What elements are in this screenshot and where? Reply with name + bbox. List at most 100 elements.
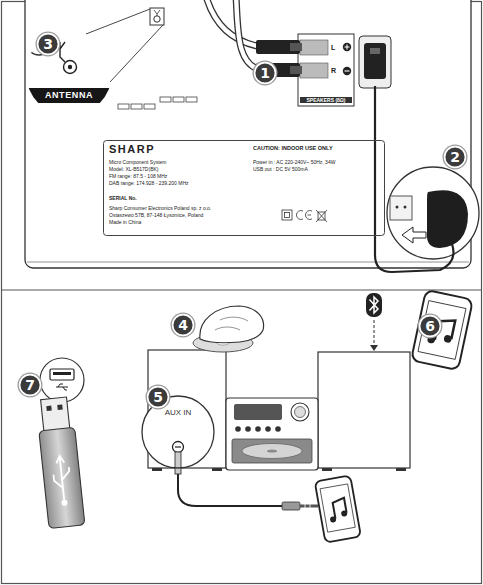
phone-body xyxy=(315,475,361,542)
rating-text: Made in China xyxy=(109,220,141,225)
minus-sign xyxy=(345,70,350,71)
power-socket-frame xyxy=(359,36,391,88)
usb-magnifier xyxy=(40,358,84,402)
antenna-jack-hole xyxy=(154,16,160,22)
magnifier-ring xyxy=(142,396,214,468)
bluetooth-rune xyxy=(370,297,379,313)
usb-connector xyxy=(41,397,70,432)
rating-label: SHARPCAUTION: INDOOR USE ONLYMicro Compo… xyxy=(103,140,385,236)
class-ii-symbol xyxy=(282,210,292,220)
usb-port-tongue xyxy=(53,372,71,375)
vent-slot xyxy=(144,104,155,109)
weee-cross xyxy=(316,210,327,222)
unit-body xyxy=(226,398,318,470)
callout-number: 4 xyxy=(170,312,196,338)
vent-slots xyxy=(118,97,197,109)
vent-slot xyxy=(118,104,129,109)
wireless-link xyxy=(374,320,375,346)
speaker-cable xyxy=(236,0,262,70)
callout-number: 1 xyxy=(252,60,278,86)
antenna-socket-pin xyxy=(68,65,72,69)
usb-stick xyxy=(36,396,85,528)
callout-number: 6 xyxy=(417,313,443,339)
class-ii-symbol xyxy=(285,213,290,218)
leader-line xyxy=(110,25,163,82)
music-note-head xyxy=(341,510,348,517)
callout-number: 4 xyxy=(170,312,196,338)
antenna-jack xyxy=(150,8,164,25)
terminal-label: SPEAKERS (8Ω) xyxy=(300,97,352,103)
power-plug xyxy=(364,43,386,79)
speaker-terminal xyxy=(298,34,354,106)
jack-plug-tip xyxy=(300,505,318,508)
outlet-hole xyxy=(396,206,399,209)
wall-outlet xyxy=(390,196,412,220)
antenna-magnifier-art xyxy=(27,31,111,115)
rating-text: SHARP xyxy=(109,144,155,155)
hand-fingers xyxy=(215,317,248,330)
speaker-cabinet xyxy=(318,352,410,468)
channel-letter: L xyxy=(331,44,335,51)
rating-text: Model: XL-B517D(BK) xyxy=(109,167,158,172)
callout-number: 5 xyxy=(145,384,171,410)
magnifier-ring xyxy=(27,31,51,55)
antenna-jack-plate xyxy=(150,8,164,25)
callout-ring xyxy=(171,313,196,338)
callout-number: 1 xyxy=(252,60,278,86)
cd-with-hand xyxy=(193,306,264,352)
callout-number: 7 xyxy=(17,372,43,398)
cd-tray xyxy=(232,439,312,463)
speaker-foot xyxy=(396,468,406,471)
rating-text: FM range: 87.5 - 108 MHz xyxy=(109,174,167,179)
unit-display xyxy=(234,404,282,420)
phone-body xyxy=(411,290,473,370)
wall-magnifier xyxy=(387,167,479,259)
power-socket xyxy=(359,36,391,88)
usb-symbol xyxy=(56,384,68,390)
ce-mark xyxy=(296,211,303,220)
callout-ring xyxy=(253,61,278,86)
unit-button xyxy=(255,426,261,432)
usb-connector-hole xyxy=(46,406,51,411)
callout-number: 7 xyxy=(17,372,43,398)
ce-mark xyxy=(305,211,312,220)
usb-port-inset xyxy=(40,358,84,402)
rating-text: USB out : DC 5V 500mA xyxy=(253,167,308,172)
rating-text: Power in : AC 220-240V~ 50Hz, 34W xyxy=(253,160,335,165)
wall-inset xyxy=(387,167,479,259)
rating-text: DAB range: 174.928 - 239.200 MHz xyxy=(109,181,189,186)
aux-cable xyxy=(178,474,282,506)
unit-button xyxy=(275,426,281,432)
rating-text: CAUTION: INDOOR USE ONLY xyxy=(253,146,333,152)
speaker-foot xyxy=(152,468,162,471)
part-label: ANTENNA xyxy=(26,88,112,103)
channel-letter: R xyxy=(331,67,336,74)
antenna-jack-mark xyxy=(154,10,160,16)
usb-connector-hole xyxy=(57,404,62,409)
music-note-head xyxy=(330,516,337,523)
antenna-socket xyxy=(64,61,77,74)
speaker-plug-tip xyxy=(290,43,302,51)
callout-ring xyxy=(418,314,443,339)
jack-plug-rings xyxy=(305,504,310,508)
hand xyxy=(200,306,264,343)
bluetooth-badge xyxy=(366,293,382,317)
aux-socket-mark xyxy=(175,446,181,447)
wireless-arrowhead xyxy=(370,345,378,351)
speaker-cables xyxy=(206,0,262,70)
power-plug-detail xyxy=(370,48,380,54)
right-speaker xyxy=(318,352,410,471)
rear-panel-edge xyxy=(27,262,469,263)
power-cord xyxy=(375,86,454,272)
phone-screen xyxy=(320,484,355,532)
port-label: AUX IN xyxy=(141,409,215,417)
label-outline xyxy=(104,141,385,236)
rating-text: Ostaszewo 57B, 87-148 Łysomice, Poland xyxy=(109,213,203,218)
callout-number: 3 xyxy=(35,31,61,57)
terminal-block xyxy=(298,34,354,106)
phone-bluetooth xyxy=(411,290,473,370)
volume-knob xyxy=(291,403,309,421)
tray-disc xyxy=(242,444,302,459)
